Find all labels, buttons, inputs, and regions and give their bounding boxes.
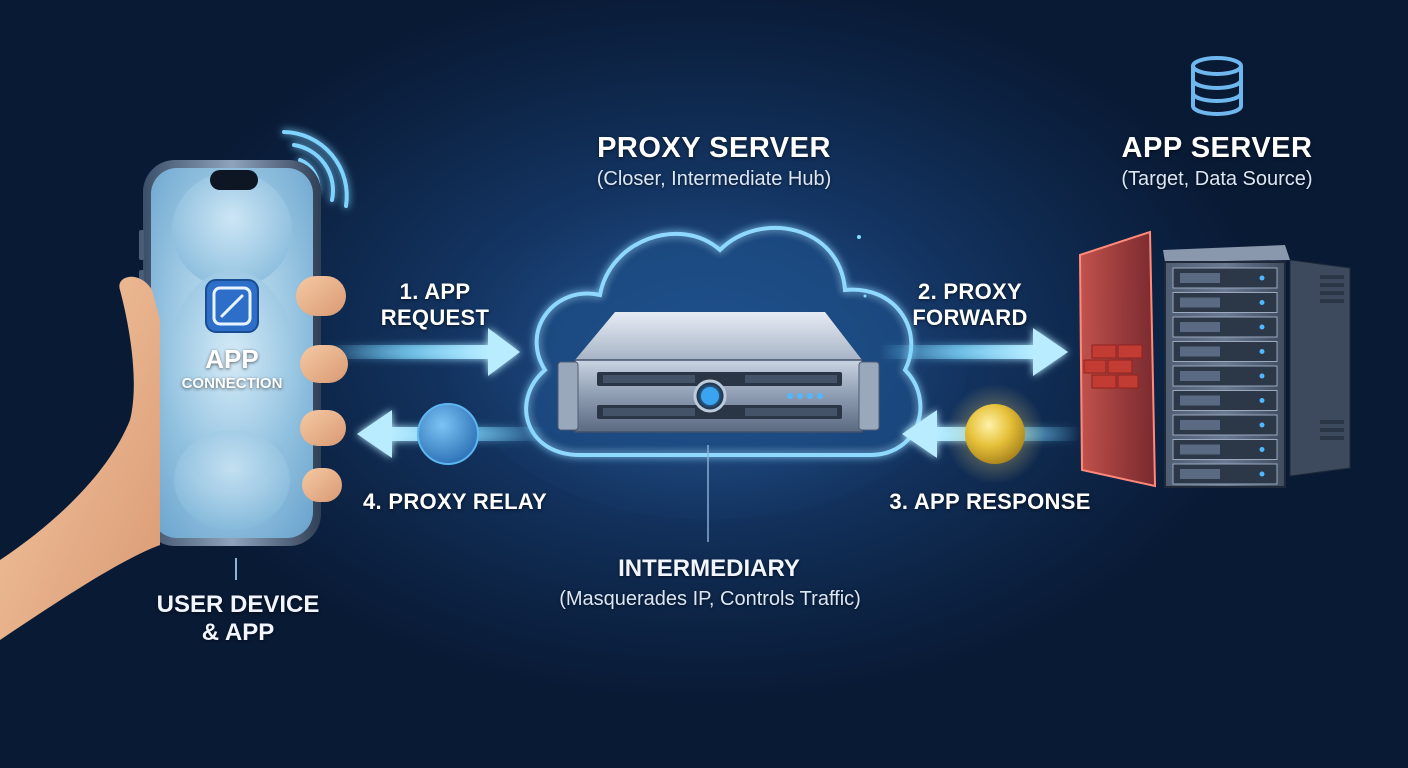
sparkle-dot — [863, 294, 867, 298]
user-device-label-line1: USER DEVICE — [156, 591, 320, 618]
server-status-led — [1259, 447, 1265, 452]
server-status-led — [1259, 373, 1265, 379]
server-rack-main-icon — [1163, 245, 1290, 488]
server-status-led — [1259, 471, 1265, 477]
server-drawer-vent — [1180, 297, 1220, 308]
proxy-server-title: PROXY SERVER — [597, 132, 831, 164]
step-proxy-forward-label-line1: 2. PROXY — [918, 279, 1022, 304]
server-status-led — [1259, 275, 1265, 281]
server-drawer-vent — [1180, 395, 1220, 406]
server-status-led — [1259, 300, 1265, 305]
sparkle-dot — [857, 235, 861, 239]
proxy-server-unit-icon — [557, 312, 880, 433]
app-link-icon — [205, 279, 259, 333]
proxy-forward-arrow — [880, 328, 1068, 376]
phone-app-subtitle: CONNECTION — [181, 375, 283, 392]
server-status-led — [1259, 349, 1265, 354]
step-proxy-relay-label: 4. PROXY RELAY — [363, 489, 547, 514]
server-status-led — [1259, 398, 1265, 403]
step-app-request-label-line1: 1. APP — [399, 279, 471, 304]
app-request-arrow — [325, 328, 520, 376]
response-packet-orb — [965, 404, 1025, 464]
server-drawer-vent — [1180, 420, 1220, 430]
app-server-subtitle: (Target, Data Source) — [1121, 168, 1313, 190]
step-app-request-label-line2: REQUEST — [380, 305, 490, 330]
server-drawer-vent — [1180, 444, 1220, 455]
server-status-led — [1259, 422, 1265, 428]
proxy-server-subtitle: (Closer, Intermediate Hub) — [596, 168, 832, 190]
intermediary-title: INTERMEDIARY — [618, 555, 800, 582]
step-app-response-label: 3. APP RESPONSE — [889, 489, 1091, 514]
server-drawer-vent — [1180, 469, 1220, 479]
phone-app-title: APP — [205, 344, 259, 374]
intermediary-subtitle: (Masquerades IP, Controls Traffic) — [559, 588, 861, 610]
hand-holding-phone — [0, 276, 348, 640]
database-icon — [1191, 56, 1243, 116]
app-server-title: APP SERVER — [1121, 132, 1313, 164]
server-drawer-vent — [1180, 346, 1220, 357]
server-drawer-vent — [1180, 322, 1220, 332]
server-drawer-vent — [1180, 273, 1220, 283]
step-proxy-forward-label-line2: FORWARD — [912, 305, 1028, 330]
firewall-icon — [1078, 230, 1157, 488]
server-status-led — [1259, 324, 1265, 330]
user-device-label-line2: & APP — [201, 619, 275, 646]
server-drawer-vent — [1180, 371, 1220, 381]
server-rack-back-icon — [1289, 259, 1351, 477]
smartphone-icon — [139, 160, 321, 546]
relay-packet-orb — [417, 403, 479, 465]
